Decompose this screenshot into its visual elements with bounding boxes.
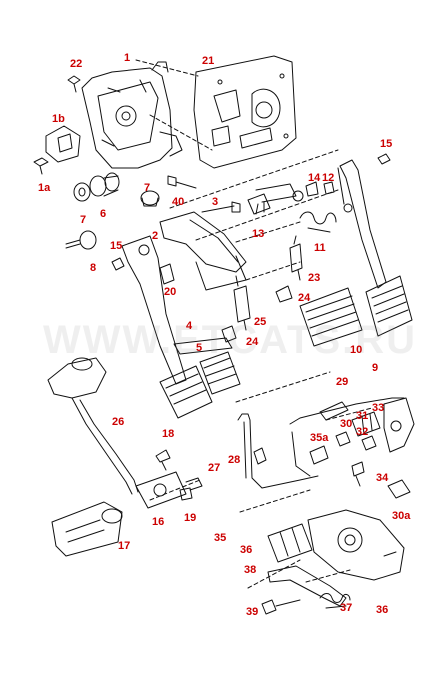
part-label-9: 9 (372, 362, 379, 374)
housing-part-36 (307, 509, 405, 581)
part-label-11: 11 (314, 242, 326, 254)
bushing-part-8 (65, 230, 97, 250)
part-label-17: 17 (118, 540, 131, 552)
part-label-33: 33 (372, 402, 385, 414)
part-label-10: 10 (350, 344, 363, 356)
part-label-32: 32 (356, 426, 369, 438)
part-label-21: 21 (202, 55, 215, 67)
clip-part-15 (377, 153, 391, 165)
bolt-part-18 (155, 449, 171, 471)
brake-pedal-part-2 (121, 211, 247, 419)
part-label-30: 30 (340, 418, 353, 430)
pedal-bracket-part-1 (81, 61, 183, 169)
part-label-40: 40 (172, 196, 185, 208)
switch-part-13 (247, 183, 304, 215)
part-label-6: 6 (100, 208, 107, 220)
part-label-36: 36 (240, 544, 253, 556)
bracket-part-30a (387, 479, 411, 499)
bolt-part-39 (261, 599, 301, 615)
bolt-part-34 (351, 461, 365, 487)
part-label-39: 39 (246, 606, 259, 618)
clip-part-15-left (111, 257, 125, 271)
clutch-pedal-part-4 (173, 337, 233, 355)
union-part-35a (309, 445, 329, 465)
part-label-26: 26 (112, 416, 125, 428)
part-label-18: 18 (162, 428, 175, 440)
bushing-part-7-lower (140, 190, 160, 207)
part-label-12: 12 (322, 172, 335, 184)
part-label-7: 7 (80, 214, 87, 226)
part-label-15: 15 (110, 240, 123, 252)
part-label-4: 4 (186, 320, 193, 332)
part-label-15: 15 (380, 138, 393, 150)
part-label-28: 28 (228, 454, 241, 466)
part-label-27: 27 (208, 462, 221, 474)
part-label-8: 8 (90, 262, 97, 274)
part-label-36: 36 (376, 604, 389, 616)
part-label-37: 37 (340, 602, 353, 614)
part-label-19: 19 (184, 512, 197, 524)
clip-part-14 (305, 181, 319, 197)
lever-part-38 (267, 565, 347, 607)
part-label-24: 24 (246, 336, 259, 348)
part-label-5: 5 (196, 342, 203, 354)
nut-part-12 (323, 181, 335, 195)
master-cylinder-part-16 (135, 471, 203, 509)
part-label-22: 22 (70, 58, 83, 70)
part-label-31: 31 (356, 410, 369, 422)
fluid-line-part-27 (237, 397, 405, 489)
part-label-34: 34 (376, 472, 389, 484)
part-label-13: 13 (252, 228, 265, 240)
clamp-part-28 (253, 447, 267, 465)
clutch-pedal-pad-part-5 (199, 351, 241, 395)
bolt-part-19 (179, 487, 193, 501)
bracket-part-33 (383, 397, 415, 453)
part-label-1b: 1b (52, 113, 65, 125)
part-label-14: 14 (308, 172, 321, 184)
clip-part-20 (159, 263, 175, 285)
part-label-23: 23 (308, 272, 321, 284)
part-label-35a: 35a (310, 432, 329, 444)
part-label-1a: 1a (38, 182, 51, 194)
return-spring-part-11 (299, 211, 337, 233)
part-label-30a: 30a (392, 510, 411, 522)
accelerator-pedal-part-9 (337, 159, 413, 337)
bushing-part-7 (73, 182, 91, 202)
bracket-part-24 (275, 285, 293, 303)
part-label-35: 35 (214, 532, 227, 544)
bracket-part-17 (51, 501, 123, 557)
part-label-25: 25 (254, 316, 267, 328)
bolt-part-40 (167, 175, 197, 189)
pedal-pad-part-10 (299, 287, 363, 347)
dashed-reference-lines (135, 59, 373, 589)
part-label-2: 2 (152, 230, 159, 242)
spring-part-37 (319, 593, 351, 609)
part-label-38: 38 (244, 564, 257, 576)
part-label-7: 7 (144, 182, 151, 194)
part-label-16: 16 (152, 516, 165, 528)
part-label-1: 1 (124, 52, 131, 64)
spring-clip-part-6 (89, 172, 120, 197)
bolt-part-22 (67, 75, 81, 93)
bolt-part-1a (33, 157, 49, 175)
seal-part-32 (361, 435, 377, 451)
fluid-reservoir-part-26 (47, 357, 139, 495)
clutch-switch-part-25 (233, 275, 251, 331)
part-label-20: 20 (164, 286, 177, 298)
slave-cylinder-part-35 (267, 523, 313, 563)
bulkhead-plate-part-21 (193, 55, 297, 169)
part-label-24: 24 (298, 292, 311, 304)
slave-cylinder-part-31 (351, 411, 381, 437)
hose-part-29 (319, 401, 349, 421)
bolt-part-3 (201, 201, 241, 213)
watermark-text: WWW.ETCATS.RU (42, 318, 418, 362)
clip-part-30 (335, 431, 351, 447)
brake-light-switch-part-23 (289, 235, 303, 281)
part-label-29: 29 (336, 376, 349, 388)
cover-plate-part-1b (45, 125, 81, 163)
part-label-3: 3 (212, 196, 219, 208)
